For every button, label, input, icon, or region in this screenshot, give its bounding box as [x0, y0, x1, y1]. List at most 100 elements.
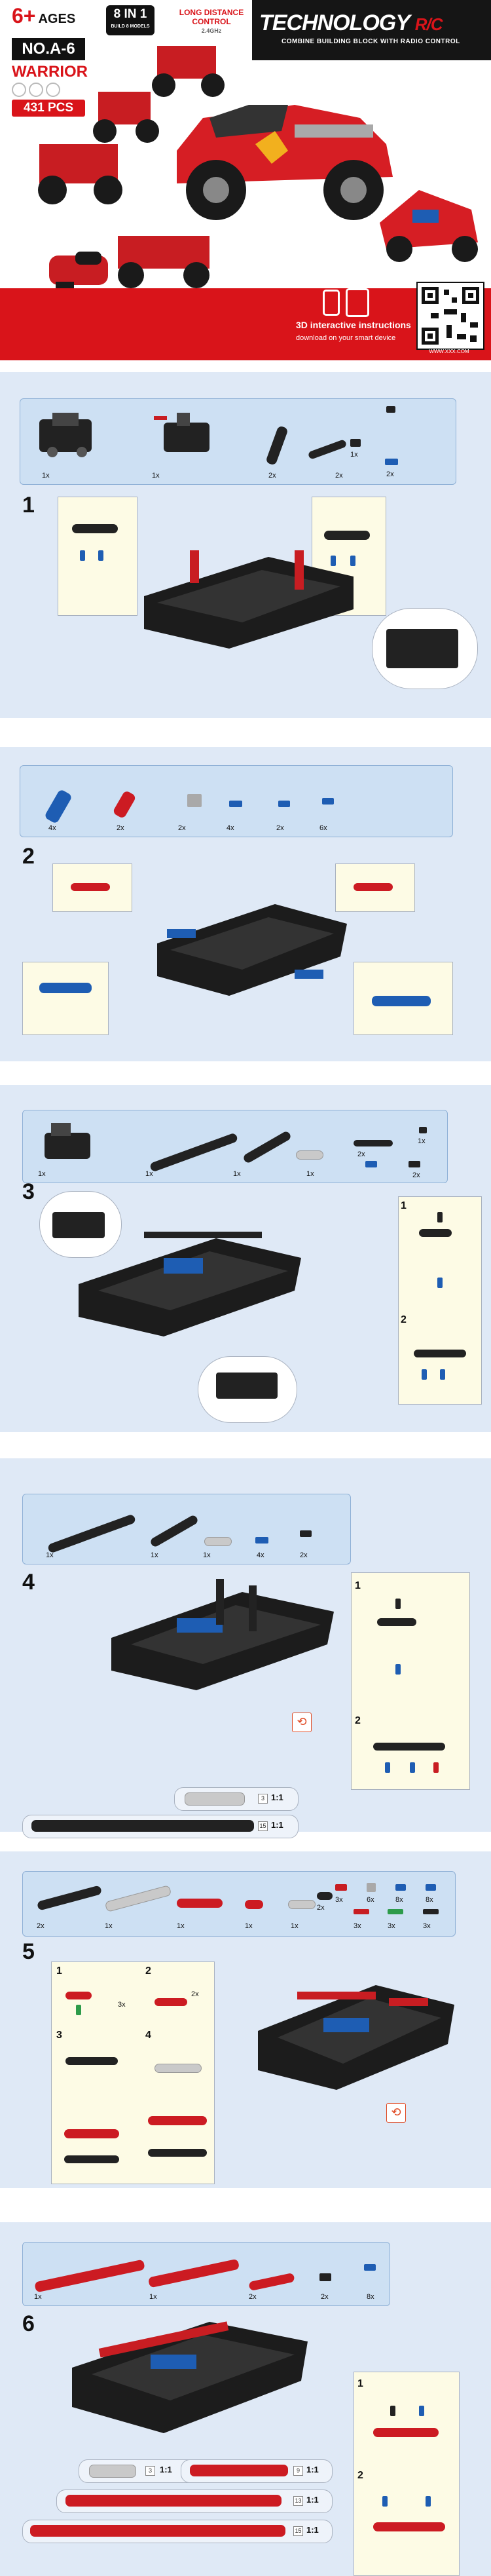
age-rating: 6+AGES: [12, 4, 76, 28]
sub-step-number: 2: [145, 1965, 151, 1977]
long-beam-part: [414, 1350, 466, 1357]
chassis-assembly: [79, 1232, 301, 1336]
model-number: NO.A-6: [12, 38, 85, 60]
blue-l-beam-part: [372, 996, 431, 1006]
black-axle-part: [423, 1909, 439, 1914]
website-link[interactable]: WWW.XXX.COM: [429, 349, 469, 354]
blue-pin-part: [440, 1369, 445, 1380]
qty-label: 1x: [245, 1922, 253, 1930]
part-ref-box: 15: [258, 1821, 268, 1831]
qty-label: 1x: [38, 1170, 46, 1178]
part-ref-box: 9: [293, 2466, 303, 2476]
scale-ratio: 1:1: [306, 2465, 319, 2474]
brand-title: TECHNOLOGY R/C: [259, 10, 443, 35]
chassis-assembly: [72, 2321, 308, 2433]
long-beam-part: [373, 1743, 445, 1751]
black-pin-part: [319, 2273, 331, 2281]
model-variant-icons: [12, 83, 85, 97]
black-pin-part: [419, 1127, 427, 1133]
step-number: 3: [22, 1179, 35, 1204]
qty-label: 4x: [48, 824, 56, 832]
piece-count: 431 PCS: [12, 100, 85, 117]
chassis-assembly: [144, 550, 354, 649]
grey-beam-part: [288, 1900, 316, 1909]
qty-label: 2x: [300, 1551, 308, 1559]
interactive-instructions-title: 3D interactive instructions: [296, 320, 411, 330]
qty-label: 2x: [335, 472, 343, 480]
qty-label: 2x: [317, 1904, 325, 1912]
qty-label: 2x: [268, 472, 276, 480]
black-pin-part: [409, 1161, 420, 1167]
red-l-beam-part: [71, 883, 110, 891]
qty-label: 2x: [178, 824, 186, 832]
red-pin-part: [335, 1884, 347, 1891]
bracket-detail: [216, 1373, 278, 1399]
short-beam-scale: [89, 2465, 136, 2478]
sub-step-number: 4: [145, 2030, 151, 2041]
sub-step-number: 1: [355, 1580, 361, 1591]
blue-pin-part: [410, 1762, 415, 1773]
qty-label: 3x: [118, 2001, 126, 2009]
qty-label: 3x: [335, 1896, 343, 1904]
scale-ratio: 1:1: [306, 2525, 319, 2535]
blue-pin-part: [426, 1884, 436, 1891]
part-ref-box: 3: [145, 2466, 155, 2476]
step-2-callout-bottom-left: [22, 962, 109, 1035]
qr-code[interactable]: [416, 282, 484, 350]
qty-label: 1x: [203, 1551, 211, 1559]
step-number: 4: [22, 1570, 35, 1595]
blue-pin-part: [98, 550, 103, 561]
scale-ratio: 1:1: [160, 2465, 172, 2474]
red-beam-part: [177, 1899, 223, 1908]
model-name: WARRIOR: [12, 63, 88, 81]
chassis-assembly: [258, 1985, 454, 2090]
beam-part: [148, 2149, 207, 2157]
qty-label: 1x: [291, 1922, 299, 1930]
black-axle-pin-part: [386, 406, 395, 413]
blue-pin-part: [419, 2406, 424, 2416]
qty-label: 2x: [321, 2293, 329, 2301]
brand-tagline: COMBINE BUILDING BLOCK WITH RADIO CONTRO…: [282, 38, 460, 45]
blue-pin-part: [395, 1664, 401, 1675]
step-1-parts-list: [20, 398, 456, 485]
l-beam-part: [377, 1618, 416, 1626]
sub-step-number: 1: [56, 1965, 62, 1977]
blue-pin-part: [382, 2496, 388, 2507]
qty-label: 2x: [357, 1150, 365, 1158]
grey-beam-part: [204, 1537, 232, 1546]
qty-label: 8x: [367, 2293, 374, 2301]
motor-gearbox-part: [39, 413, 92, 457]
truck-illustration: [38, 46, 478, 288]
step-number: 1: [22, 493, 35, 518]
qty-label: 8x: [395, 1896, 403, 1904]
blue-pin-part: [422, 1369, 427, 1380]
step-1-callout-left: [58, 497, 137, 616]
black-pin-part: [395, 1599, 401, 1609]
phone-icon: [323, 290, 340, 316]
qty-label: 1x: [151, 1551, 158, 1559]
blue-pin-part: [80, 550, 85, 561]
qty-label: 1x: [34, 2293, 42, 2301]
red-beam-part: [64, 2129, 119, 2138]
chassis-assembly: [111, 1579, 334, 1690]
blue-pin-part: [364, 2264, 376, 2271]
part-ref-box: 13: [293, 2496, 303, 2506]
qty-label: 1x: [233, 1170, 241, 1178]
long-beam-scale: [31, 1820, 254, 1832]
red-beam-part: [155, 1998, 187, 2006]
black-pin-part: [300, 1530, 312, 1537]
step-number: 5: [22, 1939, 35, 1964]
steering-servo-part: [45, 1123, 90, 1159]
red-footer-band: [0, 288, 491, 360]
red-beam-part: [373, 2428, 439, 2437]
qty-label: 1x: [145, 1170, 153, 1178]
qty-label: 1x: [152, 472, 160, 480]
interactive-instructions-subtitle: download on your smart device: [296, 334, 396, 342]
sub-step-number: 1: [357, 2378, 363, 2389]
blue-pin-part: [278, 801, 290, 807]
qty-label: 1x: [149, 2293, 157, 2301]
blue-pin-part: [350, 556, 355, 566]
l-beam-part: [72, 524, 118, 533]
sub-step-number: 2: [357, 2470, 363, 2481]
